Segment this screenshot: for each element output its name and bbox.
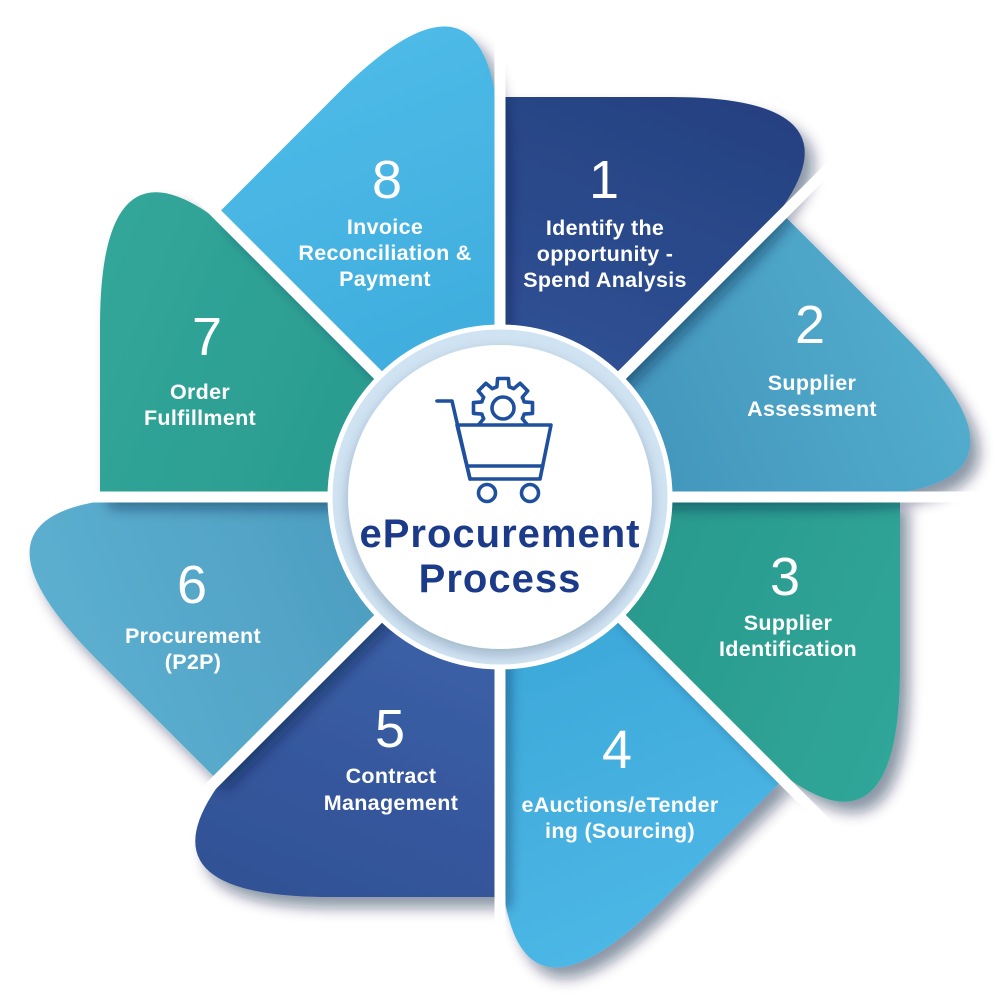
cart-wheel-right bbox=[519, 482, 541, 504]
segment-label-8-line-3: Payment bbox=[339, 267, 431, 291]
segment-label-1-line-1: Identify the bbox=[546, 216, 664, 240]
segment-label-8-line-1: Invoice bbox=[347, 215, 423, 239]
separator-line bbox=[64, 592, 405, 933]
cart-icon bbox=[435, 399, 553, 504]
segment-label-6-line-1: Procurement bbox=[125, 624, 261, 648]
segment-label-2-line-1: Supplier bbox=[768, 371, 857, 395]
segment-label-7-line-2: Fulfillment bbox=[144, 406, 256, 430]
segment-label-6-line-2: (P2P) bbox=[165, 650, 221, 674]
cart-handle bbox=[435, 399, 472, 481]
segment-label-5-line-2: Management bbox=[324, 791, 458, 815]
segment-number-7: 7 bbox=[192, 307, 222, 367]
segment-label-4-line-1: eAuctions/eTender bbox=[521, 793, 718, 817]
segment-label-4-line-2: ing (Sourcing) bbox=[545, 819, 695, 843]
segment-number-6: 6 bbox=[177, 555, 207, 615]
separator-line bbox=[595, 592, 936, 933]
segment-number-2: 2 bbox=[795, 295, 825, 355]
segment-label-3-line-1: Supplier bbox=[744, 611, 833, 635]
wheel-title-line-1: eProcurement bbox=[360, 512, 641, 556]
segment-number-1: 1 bbox=[589, 150, 619, 210]
segment-label-2-line-2: Assessment bbox=[747, 397, 877, 421]
segment-number-4: 4 bbox=[602, 720, 632, 780]
gear-hole bbox=[490, 395, 516, 421]
segment-number-8: 8 bbox=[372, 150, 402, 210]
separator-line bbox=[64, 61, 405, 402]
cart-gear-icon bbox=[435, 376, 553, 504]
segment-label-3-line-2: Identification bbox=[719, 637, 857, 661]
segment-label-1-line-2: opportunity - bbox=[537, 242, 673, 266]
cart-basket bbox=[455, 423, 553, 481]
separator-line bbox=[595, 61, 936, 402]
segment-label-5-line-1: Contract bbox=[346, 764, 437, 788]
segment-label-7-line-1: Order bbox=[170, 380, 230, 404]
segment-number-5: 5 bbox=[375, 699, 405, 759]
wheel-title-line-2: Process bbox=[419, 557, 582, 601]
segment-label-1-line-3: Spend Analysis bbox=[523, 268, 687, 292]
segment-label-8-line-2: Reconciliation & bbox=[298, 241, 471, 265]
cart-wheel-left bbox=[476, 482, 498, 504]
center-circle bbox=[348, 345, 652, 649]
segment-number-3: 3 bbox=[770, 547, 800, 607]
